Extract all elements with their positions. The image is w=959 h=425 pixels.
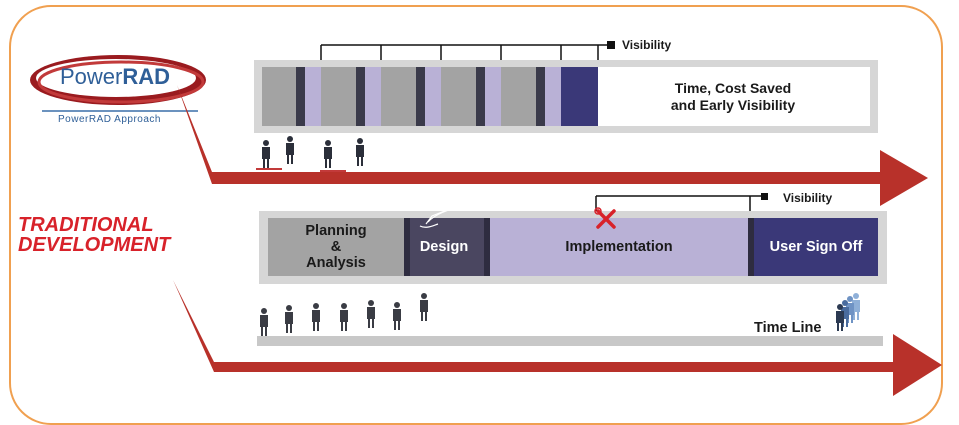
rad-team-icons [262, 136, 364, 168]
rad-visibility-marker [607, 41, 615, 49]
traditional-visibility-label: Visibility [783, 191, 833, 205]
traditional-arrow [173, 280, 942, 396]
rad-arrow [177, 85, 928, 206]
phase-planning-line1: Planning [305, 223, 367, 239]
logo-wordmark: PowerRAD [60, 64, 170, 90]
timeline-floor [257, 336, 883, 346]
rad-timeline-diagram [173, 41, 942, 396]
logo-brand-suffix: RAD [122, 64, 171, 89]
traditional-title: TRADITIONAL DEVELOPMENT [18, 215, 170, 255]
phase-implementation-block [490, 218, 748, 276]
traditional-visibility-marker [761, 193, 768, 200]
logo-brand-prefix: Power [60, 64, 123, 89]
tools-icon [596, 209, 616, 229]
signoff-group-icon [836, 293, 860, 331]
traditional-team-icons [260, 293, 428, 336]
rad-iterations [262, 67, 598, 126]
phase-signoff-label: User Sign Off [769, 239, 863, 255]
phase-design-block [404, 218, 484, 276]
phase-planning-line3: Analysis [306, 255, 366, 271]
phase-planning-block [268, 218, 404, 276]
rad-saved-line1: Time, Cost Saved [674, 80, 792, 96]
traditional-title-line2: DEVELOPMENT [18, 234, 171, 256]
phase-signoff-block [754, 218, 878, 276]
phase-implementation-label: Implementation [565, 239, 673, 255]
rad-visibility-label: Visibility [622, 38, 672, 52]
traditional-title-line1: TRADITIONAL [18, 214, 154, 236]
timeline-label: Time Line [754, 320, 822, 336]
phase-planning-label: Planning & Analysis [268, 218, 404, 276]
traditional-visibility-bracket [595, 195, 762, 212]
phase-planning-line2: & [330, 239, 342, 255]
powerrad-logo [30, 55, 206, 112]
pen-icon [419, 200, 471, 228]
logo-caption: PowerRAD Approach [58, 114, 161, 125]
rad-saved-line2: and Early Visibility [670, 97, 796, 113]
rad-saved-label: Time, Cost Saved and Early Visibility [598, 80, 868, 114]
phase-design-label: Design [419, 239, 469, 255]
